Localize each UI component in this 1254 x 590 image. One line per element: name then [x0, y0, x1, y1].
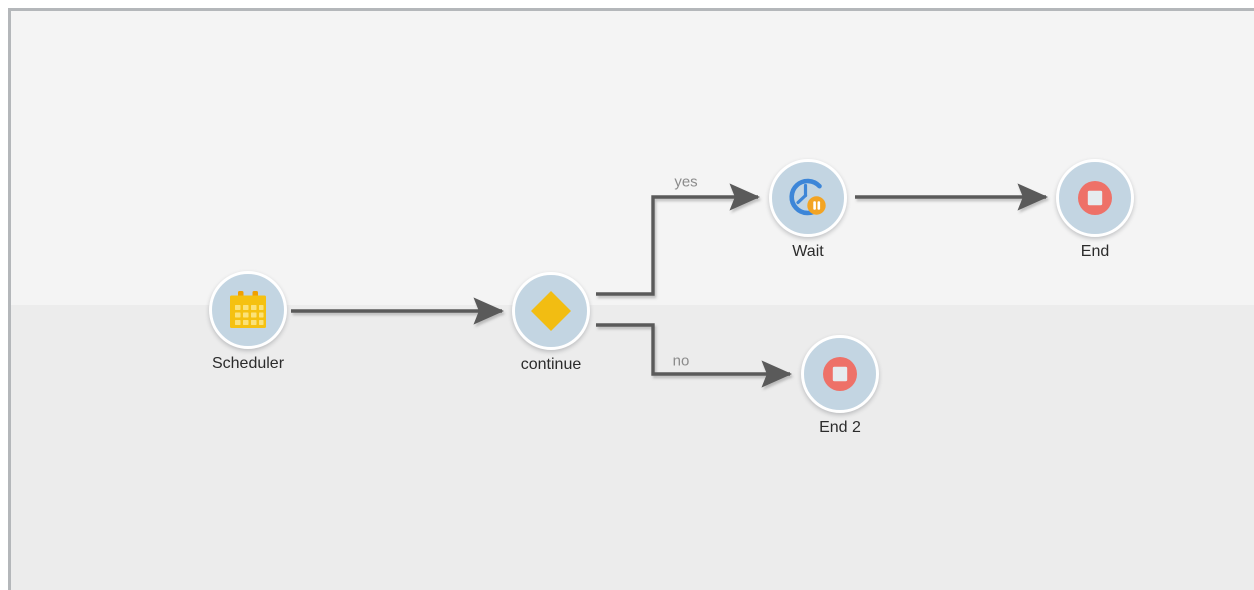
stop-icon [1078, 181, 1112, 215]
node-wait-label: Wait [792, 243, 824, 260]
calendar-icon [230, 291, 266, 328]
clock-pause-icon [789, 178, 826, 216]
node-wait-disc[interactable] [769, 159, 847, 237]
node-end2-disc[interactable] [801, 335, 879, 413]
stop-icon [823, 357, 857, 391]
node-continue-label: continue [520, 356, 582, 373]
node-scheduler-disc[interactable] [209, 271, 287, 349]
node-end-disc[interactable] [1056, 159, 1134, 237]
node-continue[interactable]: continue [512, 272, 590, 373]
node-continue-disc[interactable] [512, 272, 590, 350]
node-end-label: End [1080, 243, 1110, 260]
node-end2[interactable]: End 2 [801, 335, 879, 436]
node-wait[interactable]: Wait [769, 159, 847, 260]
canvas-frame-top-border [8, 8, 1254, 11]
node-end2-label: End 2 [819, 419, 861, 436]
diamond-decision-icon [531, 291, 571, 331]
node-scheduler-label: Scheduler [211, 355, 285, 372]
edge-label-yes: yes [674, 173, 698, 191]
node-scheduler[interactable]: Scheduler [209, 271, 287, 372]
edge-label-no: no [672, 352, 690, 370]
node-end[interactable]: End [1056, 159, 1134, 260]
canvas-band-bottom [9, 305, 1254, 590]
canvas-frame-left-border [8, 8, 11, 590]
canvas-band-top [9, 10, 1254, 305]
